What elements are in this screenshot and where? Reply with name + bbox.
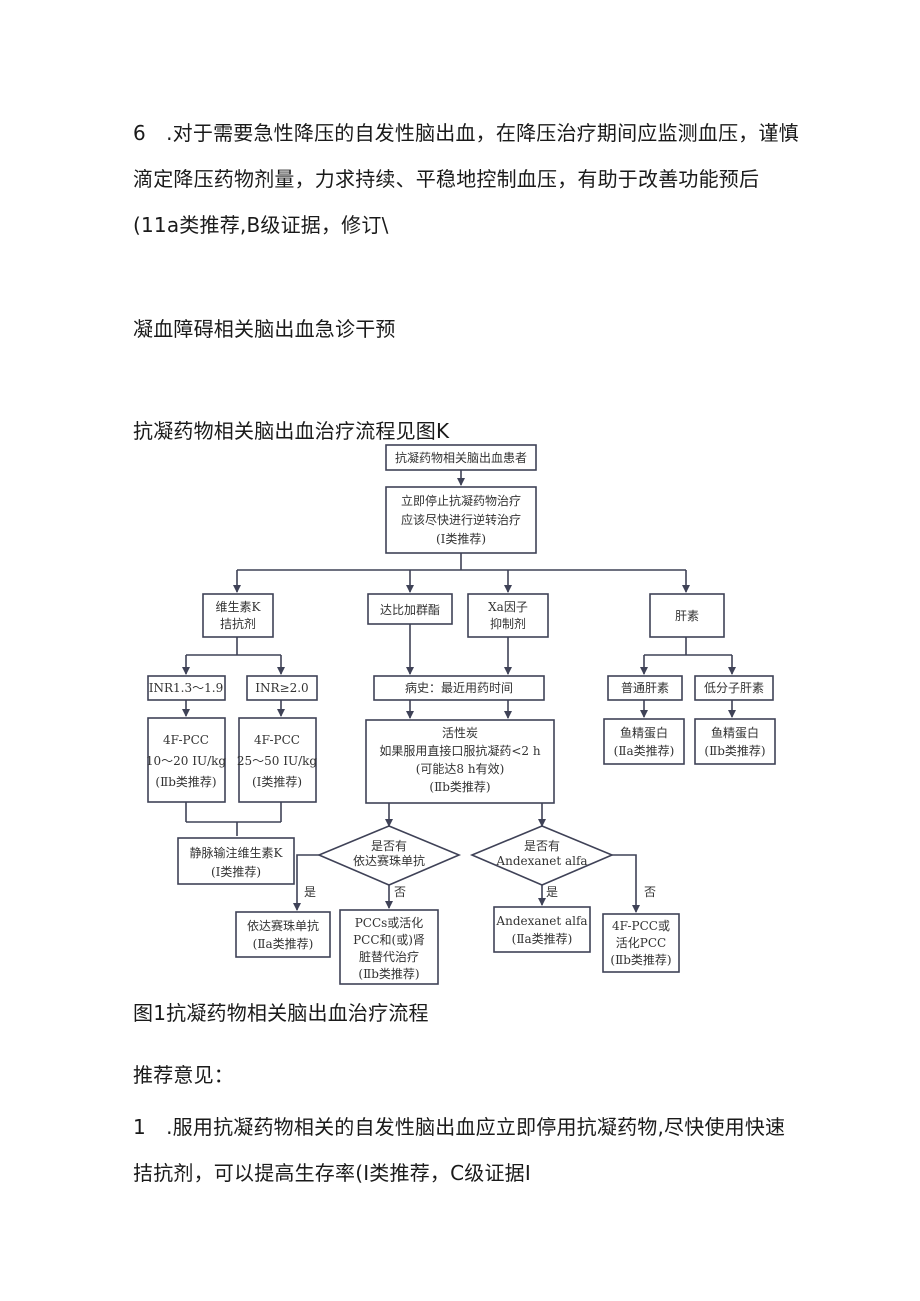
flow-text-lmwh: 低分子肝素 [704, 681, 764, 695]
flow-text-4f-pcc-3: (Ⅱb类推荐) [610, 953, 671, 967]
section-heading: 凝血障碍相关脑出血急诊干预 [133, 317, 396, 341]
flow-box-dabigatran [367, 593, 453, 625]
recommendation-1: 1 .服用抗凝药物相关的自发性脑出血应立即停用抗凝药物,尽快使用快速拮抗剂，可以… [133, 1115, 786, 1185]
recommendations-heading: 推荐意见： [133, 1063, 234, 1087]
flow-text-stop-1: 立即停止抗凝药物治疗 [401, 493, 521, 508]
flow-box-vitk-antagonist [202, 593, 274, 638]
flow-text-stop-3: (Ⅰ类推荐) [436, 532, 486, 546]
flow-text-pcc-high-1: 4F-PCC [254, 733, 300, 747]
flow-text-q1-1: 是否有 [371, 839, 407, 853]
flow-box-idarucizumab [235, 911, 331, 958]
flow-decision-andexanet [469, 825, 615, 886]
flow-text-pcc-high-2: 25～50 IU/kg [237, 754, 318, 768]
flow-text-q2-1: 是否有 [524, 839, 560, 853]
flow-box-4f-pcc [602, 913, 680, 973]
flow-text-xa-2: 抑制剂 [490, 616, 526, 631]
flow-text-idarucizumab-2: (Ⅱa类推荐) [253, 937, 314, 951]
flow-decision-idarucizumab [316, 825, 462, 886]
flow-box-pcc-low [147, 717, 226, 803]
flow-box-andexanet [493, 906, 591, 953]
flow-box-history [373, 675, 545, 701]
flow-text-andexanet-1: Andexanet alfa [495, 914, 587, 928]
flow-text-pcc-high-3: (Ⅰ类推荐) [252, 775, 302, 789]
flow-text-pcc-low-3: (Ⅱb类推荐) [155, 775, 216, 789]
flow-text-pccs-2: PCC和(或)肾 [353, 933, 425, 947]
flow-text-pcc-low-2: 10～20 IU/kg [146, 754, 227, 768]
flow-box-patient [385, 444, 537, 471]
flow-text-vitk-2: 拮抗剂 [220, 616, 256, 631]
flow-text-andexanet-2: (Ⅱa类推荐) [512, 932, 573, 946]
flow-label-no-1: 否 [394, 885, 406, 899]
flow-text-xa-1: Xa因子 [488, 600, 528, 614]
flow-text-stop-2: 应该尽快进行逆转治疗 [401, 512, 521, 527]
flow-text-inr-high: INR≥2.0 [255, 681, 308, 695]
flow-text-4f-pcc-2: 活化PCC [616, 936, 666, 950]
flow-text-protamine-1b: (Ⅱa类推荐) [614, 744, 675, 758]
flow-text-q2-2: Andexanet alfa [495, 854, 587, 868]
flow-text-ufh: 普通肝素 [621, 681, 669, 695]
flow-text-charcoal-2: 如果服用直接口服抗凝药<2 h [379, 743, 541, 758]
flow-text-iv-vitk-1: 静脉输注维生素K [190, 845, 284, 860]
flow-box-pccs [339, 909, 439, 985]
flow-box-protamine-1 [603, 718, 685, 765]
flow-box-inr-high [246, 675, 318, 701]
flow-box-heparin [649, 593, 725, 638]
flowchart-connectors [182, 470, 736, 913]
flow-label-yes-2: 是 [546, 885, 558, 899]
flow-text-charcoal-1: 活性炭 [442, 726, 478, 740]
flow-text-charcoal-3: (可能达8 h有效) [416, 761, 505, 776]
flow-box-protamine-2 [694, 718, 776, 765]
flow-box-stop-anticoagulant [385, 486, 537, 554]
flow-text-history: 病史：最近用药时间 [405, 680, 513, 695]
flow-text-idarucizumab-1: 依达赛珠单抗 [247, 918, 319, 933]
flow-box-ufh [607, 675, 683, 701]
flow-text-charcoal-4: (Ⅱb类推荐) [429, 780, 490, 794]
flow-text-q1-2: 依达赛珠单抗 [353, 853, 425, 868]
figure-caption: 图1抗凝药物相关脑出血治疗流程 [133, 1001, 429, 1025]
flow-label-yes-1: 是 [304, 885, 316, 899]
flow-box-lmwh [694, 675, 774, 701]
flow-text-pcc-low-1: 4F-PCC [163, 733, 209, 747]
flow-box-pcc-high [238, 717, 317, 803]
flow-box-iv-vitk [177, 837, 295, 885]
flow-box-xa-inhibitor [467, 593, 549, 638]
flow-box-inr-low [147, 675, 226, 701]
flow-text-dabigatran: 达比加群酯 [380, 603, 440, 617]
flow-text-vitk-1: 维生素K [216, 600, 262, 614]
flow-text-patient: 抗凝药物相关脑出血患者 [395, 450, 527, 465]
flow-text-heparin: 肝素 [675, 609, 699, 623]
flow-text-iv-vitk-2: (Ⅰ类推荐) [211, 865, 261, 879]
flow-box-charcoal [365, 719, 555, 804]
flow-label-no-2: 否 [644, 885, 656, 899]
flow-text-inr-low: INR1.3～1.9 [149, 681, 223, 695]
flow-text-4f-pcc-1: 4F-PCC或 [612, 919, 670, 933]
flow-text-protamine-2b: (Ⅱb类推荐) [704, 744, 765, 758]
flow-text-pccs-1: PCCs或活化 [355, 916, 424, 930]
flow-text-protamine-1a: 鱼精蛋白 [620, 725, 668, 740]
flow-text-pccs-4: (Ⅱb类推荐) [358, 967, 419, 981]
flow-text-pccs-3: 脏替代治疗 [359, 949, 419, 964]
paragraph-6: 6 .对于需要急性降压的自发性脑出血，在降压治疗期间应监测血压，谨慎滴定降压药物… [133, 121, 799, 237]
flow-text-protamine-2a: 鱼精蛋白 [711, 725, 759, 740]
flowchart-intro: 抗凝药物相关脑出血治疗流程见图K [133, 419, 450, 443]
